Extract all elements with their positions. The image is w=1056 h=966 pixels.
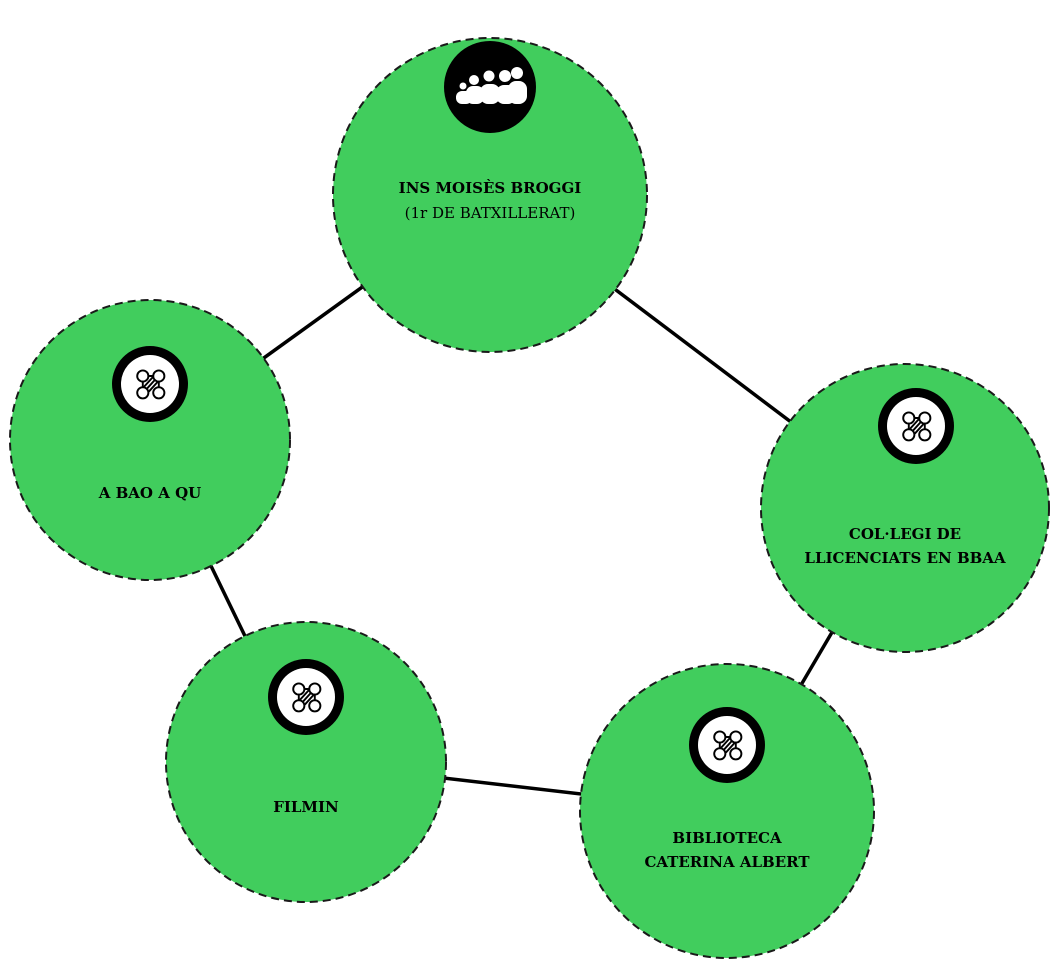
node-circle: [332, 37, 648, 353]
node-label-line-1: A BAO A QU: [98, 484, 201, 502]
network-nodes-icon: [268, 659, 344, 735]
node-ins-moises-broggi: INS MOISÈS BROGGI (1r DE BATXILLERAT): [332, 37, 648, 353]
node-biblioteca-caterina-albert: BIBLIOTECA CATERINA ALBERT: [579, 663, 875, 959]
node-title: INS MOISÈS BROGGI: [399, 179, 582, 197]
node-a-bao-a-qu: A BAO A QU: [9, 299, 291, 581]
node-circle: [760, 363, 1050, 653]
node-label-line-2: LLICENCIATS EN BBAA: [804, 549, 1006, 567]
node-filmin: FILMIN: [165, 621, 447, 903]
node-collegi-llicenciats: COL·LEGI DE LLICENCIATS EN BBAA: [760, 363, 1050, 653]
node-label-line-1: FILMIN: [273, 798, 339, 816]
people-group-icon: [444, 41, 536, 133]
node-subtitle: (1r DE BATXILLERAT): [405, 204, 576, 222]
node-label-line-2: CATERINA ALBERT: [644, 853, 810, 871]
node-label-line-1: BIBLIOTECA: [672, 829, 782, 847]
node-circle: [579, 663, 875, 959]
node-circle: [9, 299, 291, 581]
network-nodes-icon: [878, 388, 954, 464]
node-circle: [165, 621, 447, 903]
network-nodes-icon: [689, 707, 765, 783]
network-nodes-icon: [112, 346, 188, 422]
node-label-line-1: COL·LEGI DE: [849, 525, 961, 543]
